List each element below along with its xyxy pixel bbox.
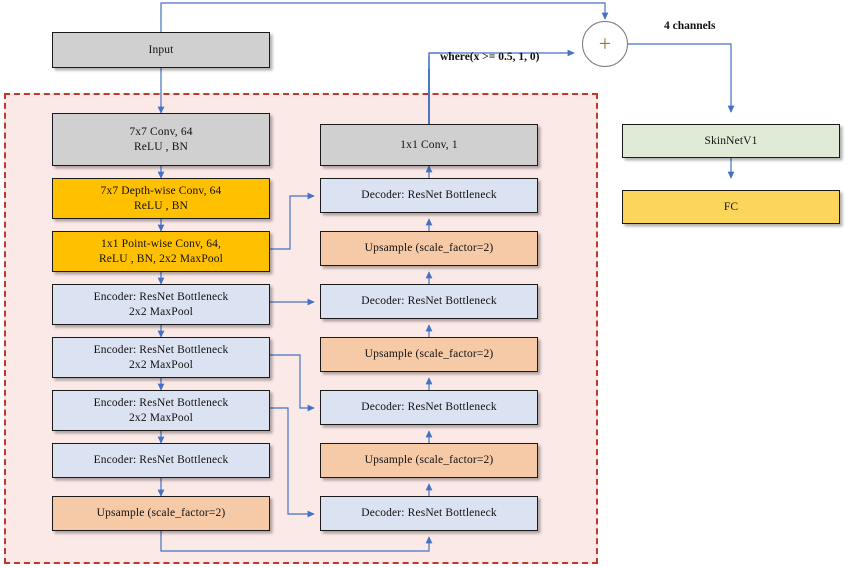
node-decoder-0-label: 1x1 Conv, 1 [400, 138, 458, 151]
node-encoder-7[interactable]: Upsample (scale_factor=2) [52, 496, 270, 531]
node-encoder-2-label: 1x1 Point-wise Conv, 64, ReLU , BN, 2x2 … [98, 238, 224, 265]
node-encoder-0[interactable]: 7x7 Conv, 64 ReLU , BN [52, 113, 270, 166]
node-decoder-6-label: Upsample (scale_factor=2) [364, 454, 494, 467]
node-encoder-7-label: Upsample (scale_factor=2) [96, 507, 226, 520]
sum-node-label: + [598, 31, 612, 56]
node-input[interactable]: Input [52, 32, 270, 68]
node-encoder-1[interactable]: 7x7 Depth-wise Conv, 64 ReLU , BN [52, 178, 270, 219]
sum-node: + [582, 21, 628, 67]
node-skinnetv1-label: SkinNetV1 [704, 134, 758, 147]
node-decoder-6[interactable]: Upsample (scale_factor=2) [320, 443, 538, 478]
node-decoder-1[interactable]: Decoder: ResNet Bottleneck [320, 178, 538, 213]
node-skinnetv1[interactable]: SkinNetV1 [622, 124, 840, 158]
node-encoder-4-label: Encoder: ResNet Bottleneck 2x2 MaxPool [93, 344, 229, 371]
label-4-channels: 4 channels [664, 20, 716, 32]
node-encoder-0-label: 7x7 Conv, 64 ReLU , BN [129, 126, 193, 153]
node-decoder-2[interactable]: Upsample (scale_factor=2) [320, 231, 538, 266]
node-encoder-3[interactable]: Encoder: ResNet Bottleneck 2x2 MaxPool [52, 284, 270, 325]
node-decoder-1-label: Decoder: ResNet Bottleneck [361, 189, 497, 202]
node-encoder-6-label: Encoder: ResNet Bottleneck [93, 454, 229, 467]
node-decoder-5-label: Decoder: ResNet Bottleneck [361, 401, 497, 414]
wire-sum-to-skinnet [628, 43, 735, 113]
node-decoder-0[interactable]: 1x1 Conv, 1 [320, 124, 538, 166]
node-input-label: Input [148, 43, 174, 56]
wire-input-to-sum [160, 2, 609, 32]
node-decoder-5[interactable]: Decoder: ResNet Bottleneck [320, 390, 538, 425]
node-encoder-4[interactable]: Encoder: ResNet Bottleneck 2x2 MaxPool [52, 337, 270, 378]
label-threshold-where: where(x >= 0.5, 1, 0) [440, 51, 540, 63]
node-fc[interactable]: FC [622, 190, 840, 224]
node-decoder-7[interactable]: Decoder: ResNet Bottleneck [320, 496, 538, 531]
node-encoder-5-label: Encoder: ResNet Bottleneck 2x2 MaxPool [93, 397, 229, 424]
node-encoder-5[interactable]: Encoder: ResNet Bottleneck 2x2 MaxPool [52, 390, 270, 431]
node-encoder-3-label: Encoder: ResNet Bottleneck 2x2 MaxPool [93, 291, 229, 318]
node-encoder-2[interactable]: 1x1 Point-wise Conv, 64, ReLU , BN, 2x2 … [52, 231, 270, 272]
node-encoder-1-label: 7x7 Depth-wise Conv, 64 ReLU , BN [100, 185, 222, 212]
node-decoder-4[interactable]: Upsample (scale_factor=2) [320, 337, 538, 372]
node-decoder-7-label: Decoder: ResNet Bottleneck [361, 507, 497, 520]
node-decoder-2-label: Upsample (scale_factor=2) [364, 242, 494, 255]
node-encoder-6[interactable]: Encoder: ResNet Bottleneck [52, 443, 270, 478]
node-decoder-3-label: Decoder: ResNet Bottleneck [361, 295, 497, 308]
node-fc-label: FC [723, 200, 739, 213]
node-decoder-3[interactable]: Decoder: ResNet Bottleneck [320, 284, 538, 319]
node-decoder-4-label: Upsample (scale_factor=2) [364, 348, 494, 361]
